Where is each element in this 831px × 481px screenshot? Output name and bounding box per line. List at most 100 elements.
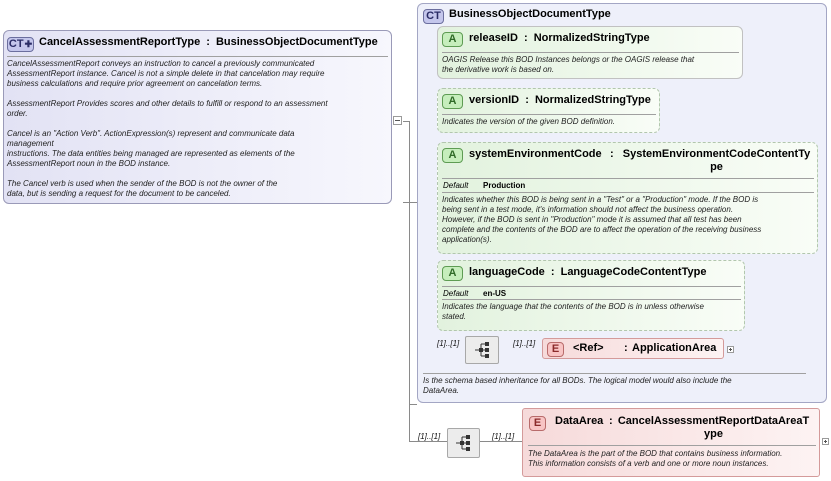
attribute-type: NormalizedStringType xyxy=(533,32,650,44)
attribute-title: languageCode : LanguageCodeContentType xyxy=(469,266,706,278)
attribute-system-environment-code[interactable]: A systemEnvironmentCode : SystemEnvironm… xyxy=(437,142,818,254)
attribute-sep: : xyxy=(550,266,555,278)
attribute-sep: : xyxy=(525,94,529,106)
attribute-description: OAGIS Release this BOD Instances belongs… xyxy=(442,55,742,75)
type-line: ype xyxy=(704,428,723,440)
cardinality-label: [1]..[1] xyxy=(513,339,536,348)
sequence-compositor[interactable] xyxy=(465,336,499,364)
complex-type-badge: CT xyxy=(423,9,444,24)
element-sep: : xyxy=(609,415,613,427)
desc-line: stated. xyxy=(442,312,467,321)
root-complex-type[interactable]: CT✚ CancelAssessmentReportType : Busines… xyxy=(3,30,392,204)
divider xyxy=(442,192,814,193)
element-badge: E xyxy=(529,416,546,431)
element-ref-name: <Ref> xyxy=(573,342,604,354)
desc-line xyxy=(7,89,389,99)
default-value: en-US xyxy=(483,289,507,298)
attribute-name: releaseID xyxy=(469,32,518,44)
element-description: The DataArea is the part of the BOD that… xyxy=(528,449,818,469)
desc-line: Is the schema based inheritance for all … xyxy=(423,376,732,385)
base-badge-text: CT xyxy=(426,10,441,22)
da-line-2 xyxy=(478,441,522,442)
root-sep: : xyxy=(206,36,210,48)
extension-plus-icon: ✚ xyxy=(24,39,33,49)
attribute-language-code[interactable]: A languageCode : LanguageCodeContentType… xyxy=(437,260,745,331)
element-badge-text: E xyxy=(533,417,542,429)
attribute-version-id[interactable]: A versionID : NormalizedStringType Indic… xyxy=(437,88,660,133)
base-description: Is the schema based inheritance for all … xyxy=(423,376,818,396)
default-label: Default xyxy=(443,181,469,190)
desc-line: order. xyxy=(7,109,28,118)
ct-badge-text: CT xyxy=(8,38,24,50)
desc-line xyxy=(7,169,389,179)
divider xyxy=(442,52,739,53)
desc-line: The Cancel verb is used when the sender … xyxy=(7,179,278,188)
desc-line: management xyxy=(7,139,54,148)
desc-line: OAGIS Release this BOD Instances belongs… xyxy=(442,55,695,64)
attribute-release-id[interactable]: A releaseID : NormalizedStringType OAGIS… xyxy=(437,26,743,79)
desc-line: the derivative work is based on. xyxy=(442,65,555,74)
default-value: Production xyxy=(483,181,526,190)
desc-line: complete and the contents of the BOD are… xyxy=(442,225,762,234)
element-name: DataArea xyxy=(555,415,604,427)
desc-line: being sent in a test mode, it's informat… xyxy=(442,205,734,214)
attribute-badge: A xyxy=(442,32,463,47)
attribute-description: Indicates whether this BOD is being sent… xyxy=(442,195,816,245)
desc-line: Indicates the language that the contents… xyxy=(442,302,704,311)
expand-plus-icon[interactable] xyxy=(727,346,734,353)
element-application-area[interactable]: E <Ref> : ApplicationArea xyxy=(542,338,724,359)
root-to-base-h xyxy=(403,202,417,203)
attribute-type: NormalizedStringType xyxy=(534,94,651,106)
attribute-name: systemEnvironmentCode xyxy=(469,148,602,160)
base-type-title: BusinessObjectDocumentType xyxy=(449,8,611,20)
desc-line: However, if the BOD is sent in "Producti… xyxy=(442,215,742,224)
divider xyxy=(423,373,806,374)
sequence-icon xyxy=(456,435,470,451)
desc-line: The DataArea is the part of the BOD that… xyxy=(528,449,783,458)
root-description: CancelAssessmentReport conveys an instru… xyxy=(7,59,389,199)
attribute-badge: A xyxy=(442,148,463,163)
desc-line: AssessmentReport noun in the BOD instanc… xyxy=(7,159,171,168)
desc-line: DataArea. xyxy=(423,386,460,395)
base-link-v xyxy=(409,404,417,405)
type-line: pe xyxy=(710,161,723,173)
attribute-badge: A xyxy=(442,266,463,281)
cardinality-label: [1]..[1] xyxy=(437,339,460,348)
attribute-type: SystemEnvironmentCodeContentTy pe xyxy=(619,148,814,174)
element-badge: E xyxy=(547,342,564,357)
root-connector xyxy=(403,121,409,122)
attr-badge-text: A xyxy=(448,33,457,45)
element-sep: : xyxy=(624,342,628,354)
divider xyxy=(442,114,656,115)
desc-line: Indicates the version of the given BOD d… xyxy=(442,117,615,126)
desc-line: This information consists of a verb and … xyxy=(528,459,769,468)
desc-line: business calculations and require prior … xyxy=(7,79,263,88)
element-badge-text: E xyxy=(551,343,560,355)
sequence-icon xyxy=(475,342,489,358)
attribute-sep: : xyxy=(524,32,528,44)
da-line-1 xyxy=(409,441,447,442)
default-label: Default xyxy=(443,289,469,298)
collapse-toggle-icon[interactable] xyxy=(393,116,402,125)
attribute-name: versionID xyxy=(469,94,520,106)
type-line: CancelAssessmentReportDataAreaT xyxy=(617,415,810,427)
element-type: CancelAssessmentReportDataAreaT ype xyxy=(616,415,811,441)
element-type: ApplicationArea xyxy=(632,342,717,354)
complex-type-badge: CT✚ xyxy=(7,37,34,52)
attribute-badge: A xyxy=(442,94,463,109)
desc-line: AssessmentReport instance. Cancel is not… xyxy=(7,69,325,78)
desc-line: CancelAssessmentReport conveys an instru… xyxy=(7,59,315,68)
attr-badge-text: A xyxy=(448,267,457,279)
root-base-name: BusinessObjectDocumentType xyxy=(215,36,378,48)
expand-plus-icon[interactable] xyxy=(822,438,829,445)
divider xyxy=(442,178,814,179)
desc-line: data, but is sending a request for the d… xyxy=(7,189,231,198)
attribute-name: languageCode xyxy=(469,266,545,278)
root-title: CancelAssessmentReportType : BusinessObj… xyxy=(39,36,378,48)
sequence-compositor[interactable] xyxy=(447,428,480,458)
desc-line xyxy=(7,119,389,129)
cardinality-label: [1]..[1] xyxy=(418,432,441,441)
divider xyxy=(442,299,741,300)
element-data-area[interactable]: E DataArea : CancelAssessmentReportDataA… xyxy=(522,408,820,477)
desc-line: Cancel is an "Action Verb". ActionExpres… xyxy=(7,129,295,138)
